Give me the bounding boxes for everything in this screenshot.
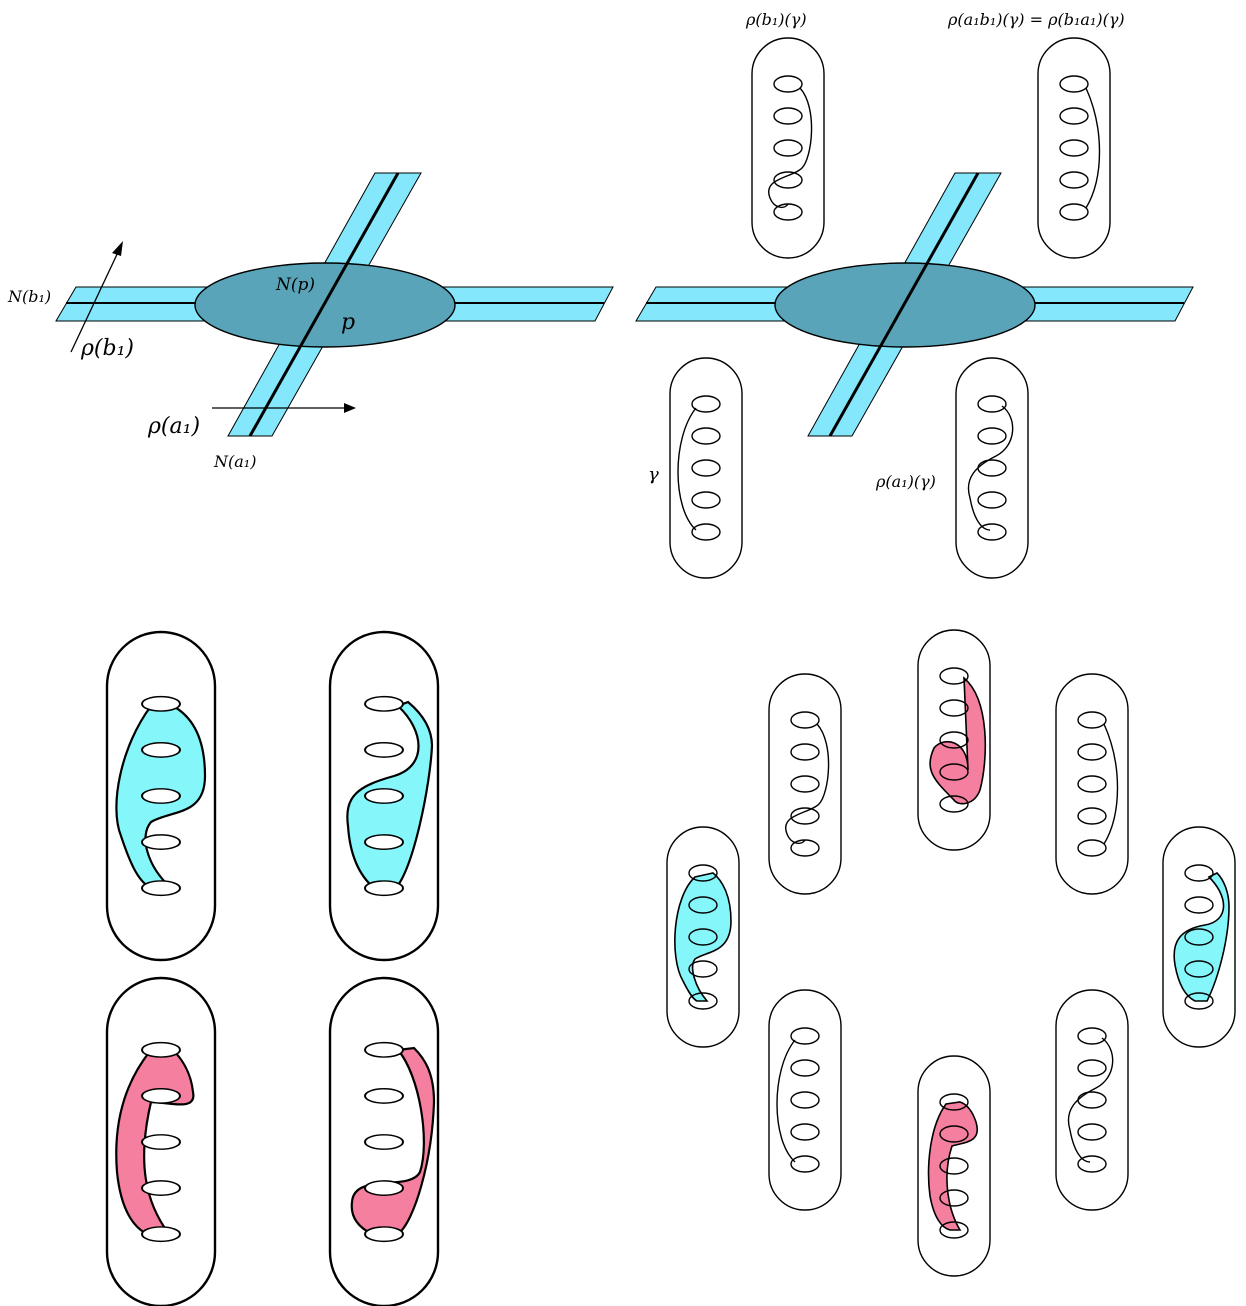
arrow-rho-b1: [70, 247, 121, 353]
large-surface-cyan-1: [105, 630, 217, 962]
ring-surface-lower-left: [768, 989, 842, 1211]
label-rho-b1-gamma: ρ(b₁)(γ): [745, 10, 807, 29]
label-rho-a1-gamma: ρ(a₁)(γ): [875, 472, 936, 491]
large-surface-pink-2: [328, 976, 440, 1306]
label-rho-a1b1-gamma: ρ(a₁b₁)(γ) = ρ(b₁a₁)(γ): [947, 10, 1125, 29]
label-n-p: N(p): [275, 275, 315, 295]
surface-rho-a1b1-gamma: [1037, 37, 1111, 259]
label-rho-b1: ρ(b₁): [80, 336, 134, 361]
label-rho-a1: ρ(a₁): [147, 414, 200, 439]
large-surface-pink-1: [105, 976, 217, 1306]
ring-surface-right-cyan: [1162, 826, 1236, 1048]
neighborhood-diagram-left: N(b₁) N(p) p ρ(b₁) ρ(a₁) N(a₁): [7, 172, 614, 471]
large-surface-cyan-2: [328, 630, 440, 962]
ring-surface-bottom-pink: [917, 1055, 991, 1277]
label-gamma: γ: [648, 464, 659, 485]
ring-surface-lower-right: [1055, 989, 1129, 1211]
surface-rho-a1-gamma: [955, 357, 1029, 579]
ring-surface-left-cyan: [666, 826, 740, 1048]
ring-surface-upper-right: [1055, 673, 1129, 895]
ring-surface-upper-left: [768, 673, 842, 895]
curve-a1: [248, 172, 400, 437]
surface-rho-b1-gamma: [751, 37, 825, 259]
label-n-a1: N(a₁): [213, 452, 256, 471]
label-p: p: [341, 310, 355, 335]
neighborhood-diagram-right: [635, 172, 1194, 437]
label-n-b1: N(b₁): [7, 287, 51, 306]
surface-gamma: [669, 357, 743, 579]
ring-surface-top-pink: [917, 629, 991, 851]
